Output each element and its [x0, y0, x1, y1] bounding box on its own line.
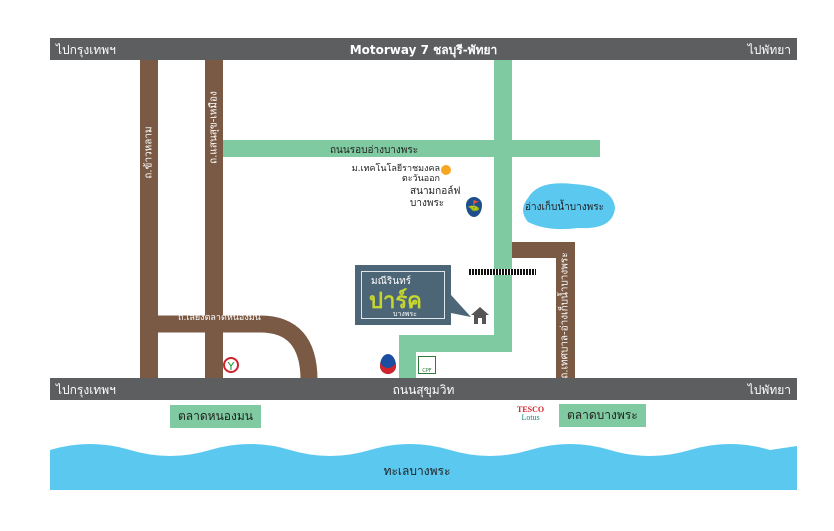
motorway: ไปกรุงเทพฯ Motorway 7 ชลบุรี-พัทยา ไปพัท…: [50, 38, 797, 60]
road-saensuk: [205, 58, 223, 380]
university-line1: ม.เทคโนโลยีราชมงคล: [351, 164, 440, 174]
road-green-connector-v: [399, 335, 416, 380]
project-callout[interactable]: มณีรินทร์ ปาร์ค บางพระ: [355, 265, 451, 325]
golf-line2: บางพระ: [410, 198, 445, 209]
market-bangphra: ตลาดบางพระ: [559, 404, 646, 427]
project-frame: [361, 271, 445, 319]
road-khao-lam: [140, 58, 158, 380]
sukhumvit-left: ไปกรุงเทพฯ: [56, 383, 116, 397]
project-name-line1: มณีรินทร์: [371, 276, 412, 287]
home-icon: [471, 307, 489, 324]
tesco-lotus-logo: TESCO Lotus: [517, 406, 544, 422]
ptt-station-icon: [380, 354, 396, 374]
tesco-text: TESCO: [517, 405, 545, 414]
railway: [469, 269, 536, 275]
lotus-text: Lotus: [521, 413, 540, 422]
road-ring-label: ถนนรอบอ่างบางพระ: [330, 145, 419, 156]
university-marker-icon: [441, 165, 451, 175]
sea-label: ทะเลบางพระ: [383, 464, 451, 478]
cpf-icon: CPF: [418, 356, 436, 374]
golf-line1: สนามกอล์ฟ: [410, 186, 461, 197]
sukhumvit-title: ถนนสุขุมวิท: [392, 383, 455, 397]
road-ring: [223, 140, 600, 157]
project-pointer: [451, 295, 489, 324]
reservoir: [523, 183, 615, 230]
road-bypass-label: ถ.เลี่ยงตลาดหนองมน: [178, 313, 261, 323]
project-name-line2: ปาร์ค: [369, 289, 422, 314]
motorway-left: ไปกรุงเทพฯ: [56, 43, 116, 57]
motorway-title: Motorway 7 ชลบุรี-พัทยา: [349, 43, 498, 57]
road-tessaban-label: ถ.เทศบาล-อ่างเก็บน้ำบางพระ: [559, 252, 571, 379]
golf-icon: ⛳: [466, 197, 482, 217]
university-label: ม.เทคโนโลยีราชมงคล ตะวันออก: [340, 164, 440, 184]
market-nongmon: ตลาดหนองมน: [170, 405, 261, 428]
road-tessaban: [556, 242, 575, 380]
reservoir-label: อ่างเก็บน้ำบางพระ: [525, 202, 604, 213]
sukhumvit: ไปกรุงเทพฯ ถนนสุขุมวิท ไปพัทยา: [50, 378, 797, 400]
kasikorn-bank-icon: Y: [223, 357, 239, 373]
road-green-connector: [399, 335, 512, 352]
project-name-line3: บางพระ: [393, 310, 417, 318]
motorway-right: ไปพัทยา: [747, 43, 791, 57]
sukhumvit-right: ไปพัทยา: [747, 383, 791, 397]
university-line2: ตะวันออก: [401, 174, 440, 184]
road-bypass-curve: [150, 315, 318, 381]
road-green-vertical: [494, 58, 512, 352]
sea: [50, 444, 797, 490]
golf-label: สนามกอล์ฟ บางพระ: [410, 186, 460, 210]
